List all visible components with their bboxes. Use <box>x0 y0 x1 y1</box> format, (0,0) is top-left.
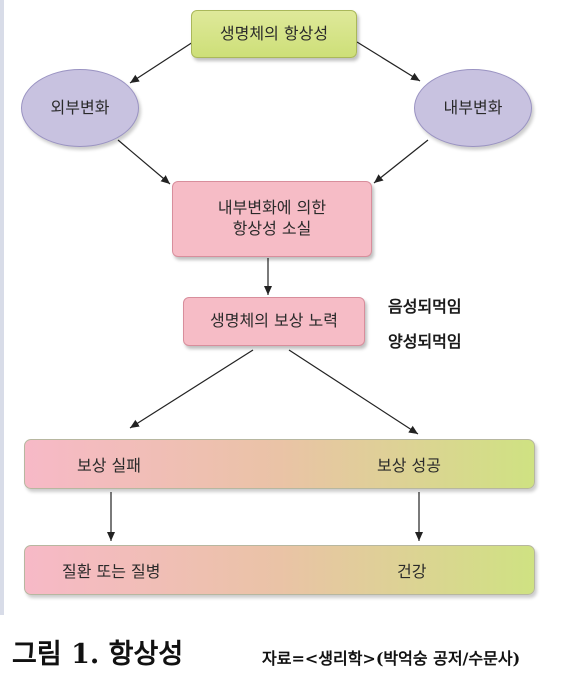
compensation-success-label: 보상 성공 <box>377 456 441 475</box>
negative-feedback-label: 음성되먹임 <box>388 297 462 316</box>
disease-label: 질환 또는 질병 <box>62 562 161 581</box>
arrow-effort-to-success <box>288 349 419 435</box>
compensation-failure-label: 보상 실패 <box>77 456 141 475</box>
figure-caption: 그림 1. 항상성 <box>12 639 184 670</box>
external-change-node: 외부변화 <box>21 69 139 147</box>
compensation-result-bar: 보상 실패 보상 성공 <box>24 439 535 489</box>
arrow-top-to-internal <box>356 41 421 82</box>
arrow-effort-to-failure <box>129 349 254 429</box>
positive-feedback-label: 양성되먹임 <box>388 332 462 351</box>
internal-change-node: 내부변화 <box>414 69 532 147</box>
left-margin-rule <box>0 0 4 615</box>
outcome-bar: 질환 또는 질병 건강 <box>24 545 535 595</box>
homeostasis-loss-node: 내부변화에 의한 항상성 소실 <box>172 181 372 257</box>
arrow-top-to-external <box>129 41 194 84</box>
arrow-external-to-loss <box>117 139 171 185</box>
homeostasis-node: 생명체의 항상성 <box>191 10 357 58</box>
health-label: 건강 <box>397 562 427 581</box>
arrow-internal-to-loss <box>373 139 429 184</box>
figure-source: 자료=<생리학>(박억숭 공저/수문사) <box>262 649 521 668</box>
compensation-effort-node: 생명체의 보상 노력 <box>183 297 365 346</box>
